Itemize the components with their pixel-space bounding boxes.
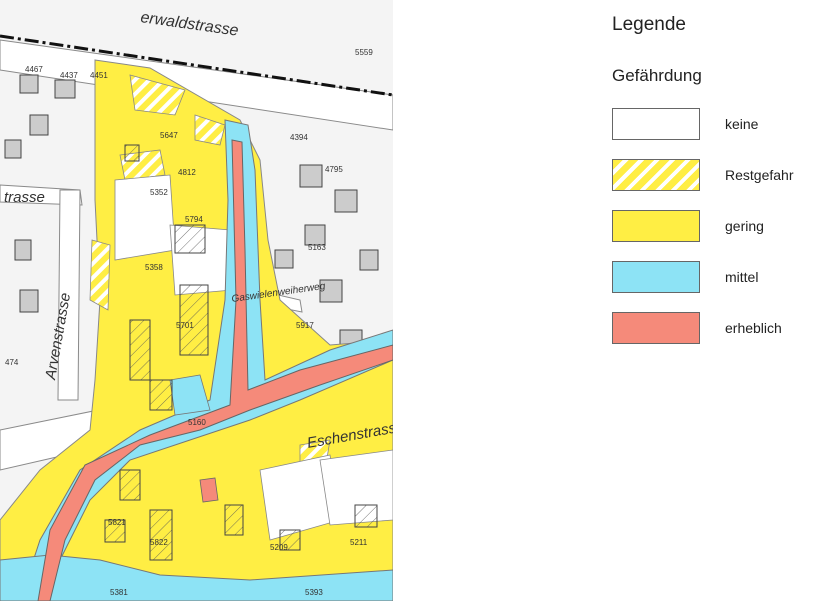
swatch-erheblich [612,311,700,344]
legend-item-gering: gering [612,200,812,251]
legend-label: keine [725,115,759,132]
buildings-in-zone [104,144,378,561]
legend-title: Legende [612,14,686,35]
svg-text:4795: 4795 [325,165,343,174]
svg-text:4451: 4451 [90,71,108,80]
svg-text:5211: 5211 [350,538,368,547]
parcel-labels: 4467 4437 4451 5647 4812 5352 5794 5358 … [5,48,373,597]
zone-mittel-south [0,554,393,601]
hazard-map[interactable]: erwaldstrasse trasse Arvenstrasse Eschen… [0,0,393,601]
svg-text:5381: 5381 [110,588,128,597]
svg-text:5352: 5352 [150,188,168,197]
svg-text:5358: 5358 [145,263,163,272]
legend-item-keine: keine [612,98,812,149]
legend-item-mittel: mittel [612,251,812,302]
svg-text:5647: 5647 [160,131,178,140]
svg-text:5160: 5160 [188,418,206,427]
zone-restgefahr [89,74,331,471]
legend-label: gering [725,217,764,234]
svg-text:5209: 5209 [270,543,288,552]
svg-text:4467: 4467 [25,65,43,74]
swatch-restgefahr [612,158,700,191]
svg-text:4812: 4812 [178,168,196,177]
svg-text:5393: 5393 [305,588,323,597]
svg-text:4394: 4394 [290,133,308,142]
legend-label: erheblich [725,319,782,336]
buildings [4,74,379,351]
svg-text:474: 474 [5,358,19,367]
zone-mittel-patch [169,374,211,416]
zone-erheblich [37,139,393,601]
svg-text:5794: 5794 [185,215,203,224]
swatch-mittel [612,260,700,293]
svg-text:4437: 4437 [60,71,78,80]
legend-label: mittel [725,268,759,285]
swatch-gering [612,209,700,242]
railway-line [0,34,393,97]
legend-subtitle: Gefährdung [612,66,702,85]
map-legend: Legende Gefährdung keine Restgefahr geri… [612,14,812,353]
svg-text:5822: 5822 [150,538,168,547]
svg-text:5559: 5559 [355,48,373,57]
svg-text:5701: 5701 [176,321,194,330]
street-label-trasse: trasse [4,189,45,206]
legend-item-restgefahr: Restgefahr [612,149,812,200]
legend-item-erheblich: erheblich [612,302,812,353]
swatch-keine [612,107,700,140]
svg-text:5917: 5917 [296,321,314,330]
legend-label: Restgefahr [725,166,794,183]
zone-erheblich-patch [199,477,219,503]
svg-text:5163: 5163 [308,243,326,252]
svg-text:5821: 5821 [108,518,126,527]
map-canvas: erwaldstrasse trasse Arvenstrasse Eschen… [0,0,393,601]
